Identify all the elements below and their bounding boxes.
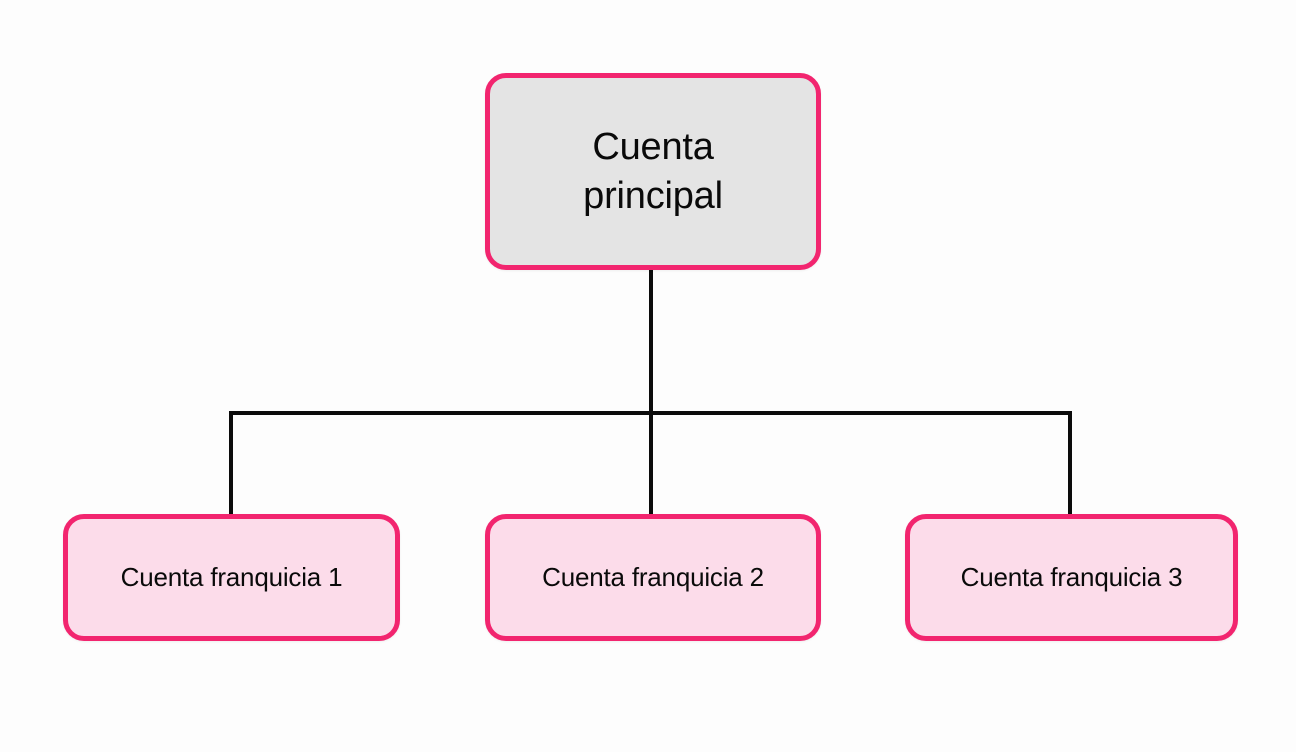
- connector-to-child-1: [229, 411, 233, 517]
- connector-root-stem: [649, 268, 653, 415]
- node-cuenta-franquicia-1-label: Cuenta franquicia 1: [120, 561, 343, 592]
- connector-to-child-2: [649, 411, 653, 517]
- node-cuenta-franquicia-3[interactable]: Cuenta franquicia 3: [905, 514, 1238, 641]
- node-cuenta-principal-label: Cuenta principal: [583, 125, 723, 217]
- node-cuenta-franquicia-2-label: Cuenta franquicia 2: [542, 561, 764, 592]
- node-cuenta-franquicia-1[interactable]: Cuenta franquicia 1: [63, 514, 400, 641]
- connector-to-child-3: [1068, 411, 1072, 517]
- node-cuenta-principal[interactable]: Cuenta principal: [485, 73, 821, 270]
- node-cuenta-franquicia-2[interactable]: Cuenta franquicia 2: [485, 514, 821, 641]
- node-cuenta-franquicia-3-label: Cuenta franquicia 3: [960, 561, 1183, 592]
